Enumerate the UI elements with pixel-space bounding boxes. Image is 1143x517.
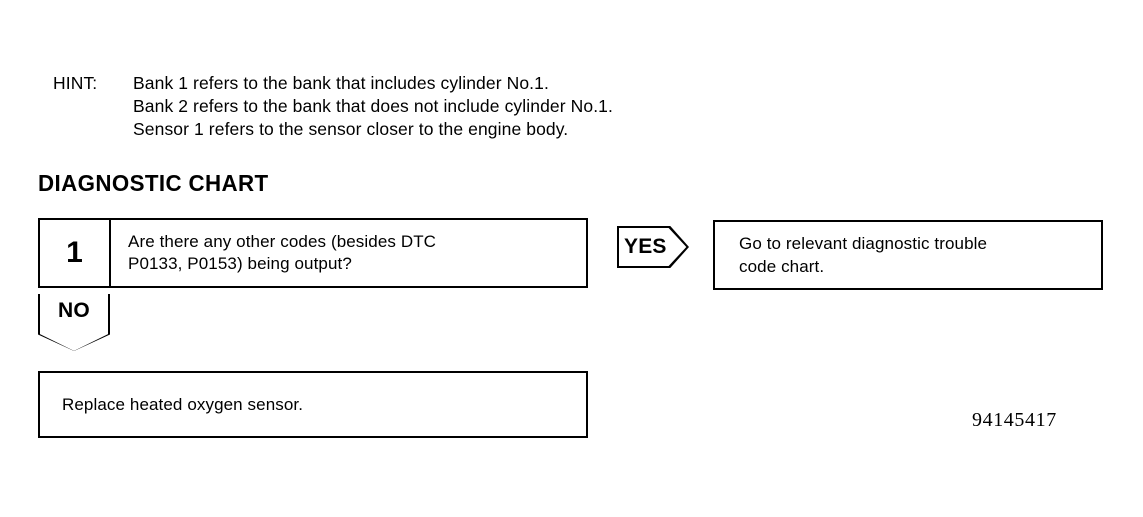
yes-result-line-2: code chart. [739, 257, 825, 276]
yes-branch-result: Go to relevant diagnostic trouble code c… [713, 220, 1103, 290]
no-badge-label: NO [58, 298, 90, 322]
hint-text-2: Bank 2 refers to the bank that does not … [133, 96, 613, 116]
hint-text-1: Bank 1 refers to the bank that includes … [133, 73, 549, 93]
step-number: 1 [40, 220, 111, 286]
no-result-line-1: Replace heated oxygen sensor. [62, 394, 304, 414]
yes-branch-arrow-icon: YES [617, 226, 689, 268]
hint-block: HINT: Bank 1 refers to the bank that inc… [53, 72, 813, 141]
figure-reference-number: 94145417 [972, 409, 1057, 431]
flowchart-step-1: 1 Are there any other codes (besides DTC… [38, 218, 588, 288]
yes-badge-label: YES [624, 235, 667, 258]
page-title: DIAGNOSTIC CHART [38, 170, 269, 196]
hint-line-1: HINT: Bank 1 refers to the bank that inc… [53, 72, 813, 95]
hint-line-2: Bank 2 refers to the bank that does not … [53, 95, 813, 118]
no-branch-result: Replace heated oxygen sensor. [38, 371, 588, 438]
hint-text-3: Sensor 1 refers to the sensor closer to … [133, 119, 569, 139]
no-branch-arrow-icon: NO [38, 294, 110, 351]
step-question-line-2: P0133, P0153) being output? [128, 254, 352, 273]
yes-result-line-1: Go to relevant diagnostic trouble [739, 234, 988, 253]
step-question-line-1: Are there any other codes (besides DTC [128, 232, 437, 251]
hint-line-3: Sensor 1 refers to the sensor closer to … [53, 118, 813, 141]
hint-label: HINT: [53, 73, 98, 93]
step-question: Are there any other codes (besides DTC P… [111, 220, 586, 286]
